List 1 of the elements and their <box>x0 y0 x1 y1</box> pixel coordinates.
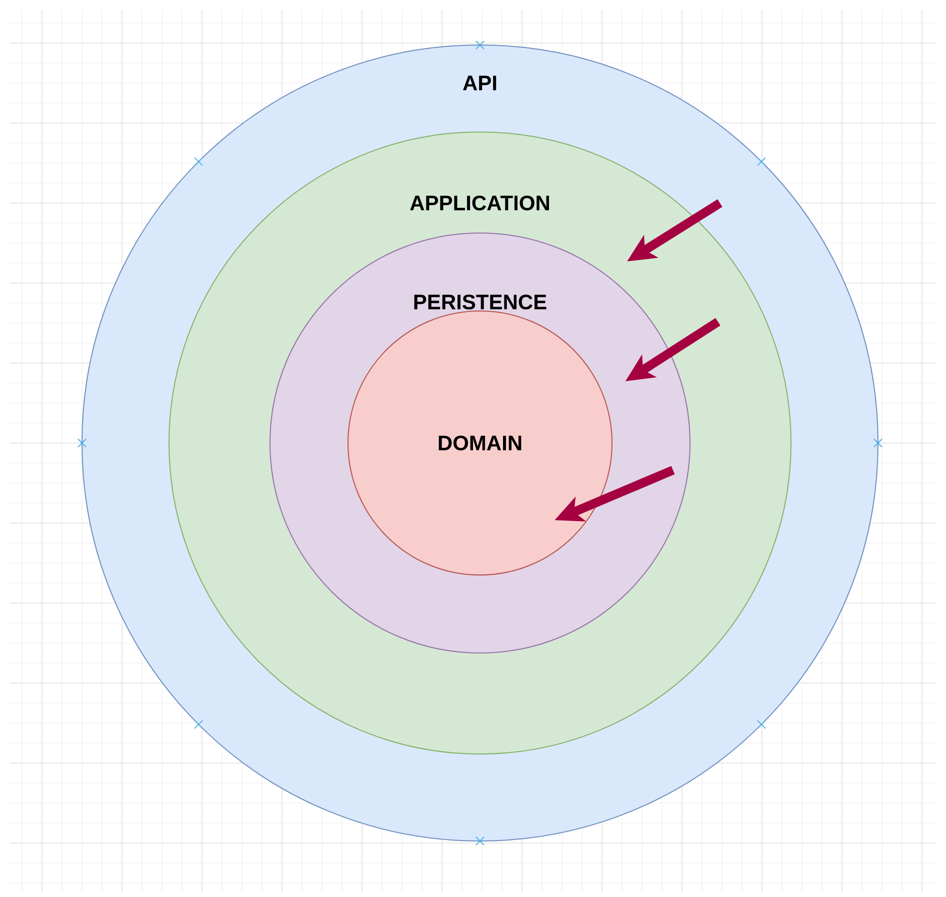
ring: DOMAIN <box>348 310 612 576</box>
